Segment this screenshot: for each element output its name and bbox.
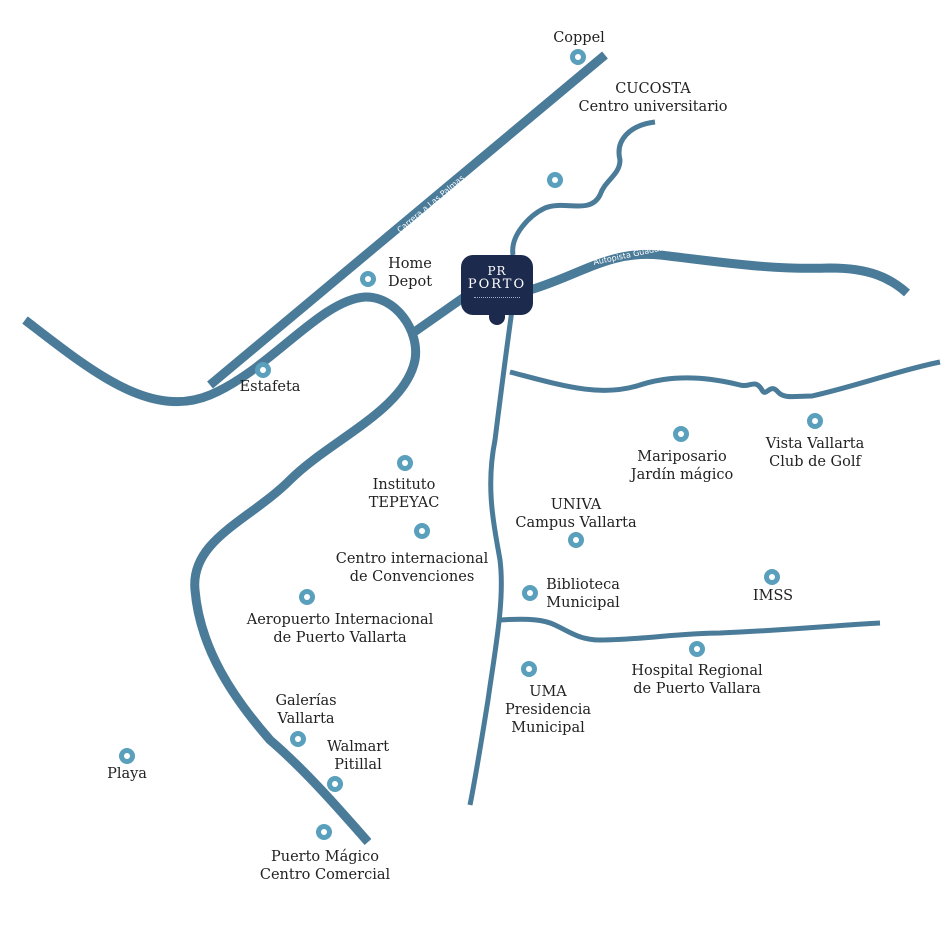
label-aeropuerto-line1: Aeropuerto Internacional [246,612,434,628]
road-carretera-las-palmas [207,51,608,389]
label-walmart-line2: Pitillal [334,757,382,773]
label-estafeta: Estafeta [240,378,301,396]
label-imss-line1: IMSS [752,588,794,604]
road-north-south [467,309,515,806]
porto-logo-marker[interactable]: PR PORTO [461,255,533,325]
label-vista-line2: Club de Golf [769,454,861,470]
road-connector [407,289,473,339]
road-east-golf [509,359,941,400]
poi-marker-imss[interactable] [764,569,780,585]
label-hospital: Hospital Regional de Puerto Vallara [631,662,762,698]
label-galerias-line1: Galerías [275,693,337,709]
label-home-depot-line1: Home [388,256,432,272]
label-aeropuerto-line2: de Puerto Vallarta [273,630,407,646]
road-autopista [528,249,910,297]
label-home-depot: Home Depot [388,255,432,291]
label-aeropuerto: Aeropuerto Internacional de Puerto Valla… [247,611,434,647]
poi-marker-uma[interactable] [521,661,537,677]
road-cucosta [510,119,656,256]
label-univa-line2: Campus Vallarta [515,515,637,531]
label-walmart-line1: Walmart [326,739,390,755]
label-puerto-magico-line2: Centro Comercial [259,867,391,883]
road-east-hospital [499,616,881,643]
label-galerias: Galerías Vallarta [275,692,336,728]
label-playa: Playa [107,765,147,783]
poi-marker-mariposario[interactable] [673,426,689,442]
label-univa: UNIVA Campus Vallarta [515,496,636,532]
poi-marker-unlabeled[interactable] [547,172,563,188]
label-imss: IMSS [753,587,793,605]
label-puerto-magico: Puerto Mágico Centro Comercial [260,848,390,884]
poi-marker-centro-convenciones[interactable] [414,523,430,539]
label-puerto-magico-line1: Puerto Mágico [270,849,380,865]
poi-marker-aeropuerto[interactable] [299,589,315,605]
poi-marker-home-depot[interactable] [360,271,376,287]
label-walmart: Walmart Pitillal [327,738,389,774]
label-hospital-line2: de Puerto Vallara [633,681,761,697]
poi-marker-galerias[interactable] [290,731,306,747]
label-mariposario: Mariposario Jardín mágico [631,448,733,484]
poi-marker-playa[interactable] [119,748,135,764]
label-biblioteca-line2: Municipal [546,595,620,611]
logo-dots [474,297,520,300]
poi-marker-biblioteca[interactable] [522,585,538,601]
road-label-carretera: Carrera a Las Palmas [396,173,466,234]
poi-marker-walmart[interactable] [327,776,343,792]
label-univa-line1: UNIVA [550,497,602,513]
label-instituto-line2: TEPEYAC [368,495,440,511]
label-hospital-line1: Hospital Regional [631,663,763,679]
label-vista-line1: Vista Vallarta [765,436,865,452]
label-coppel-line1: Coppel [553,30,605,46]
label-uma-line3: Municipal [511,720,585,736]
label-uma: UMA Presidencia Municipal [505,683,591,737]
poi-marker-hospital[interactable] [689,641,705,657]
label-centro-conv-line2: de Convenciones [349,569,475,585]
label-cucosta-line2: Centro universitario [578,99,728,115]
label-coppel: Coppel [553,29,605,47]
label-cucosta: CUCOSTA Centro universitario [579,80,728,116]
logo-name: PORTO [467,277,527,292]
logo-mark: PR [487,264,507,278]
label-biblioteca: Biblioteca Municipal [546,576,620,612]
label-mariposario-line1: Mariposario [637,449,727,465]
label-playa-line1: Playa [107,766,147,782]
poi-marker-univa[interactable] [568,532,584,548]
label-instituto-line1: Instituto [372,477,436,493]
poi-marker-instituto[interactable] [397,455,413,471]
label-home-depot-line2: Depot [387,274,433,290]
label-instituto: Instituto TEPEYAC [369,476,440,512]
label-mariposario-line2: Jardín mágico [630,467,734,483]
label-centro-convenciones: Centro internacional de Convenciones [336,550,489,586]
label-vista-vallarta: Vista Vallarta Club de Golf [766,435,864,471]
label-cucosta-line1: CUCOSTA [615,81,691,97]
label-galerias-line2: Vallarta [277,711,335,727]
poi-marker-puerto-magico[interactable] [316,824,332,840]
poi-marker-estafeta[interactable] [255,362,271,378]
label-uma-line2: Presidencia [505,702,591,718]
label-uma-line1: UMA [529,684,567,700]
label-centro-conv-line1: Centro internacional [335,551,489,567]
poi-marker-coppel[interactable] [570,49,586,65]
label-estafeta-line1: Estafeta [239,379,301,395]
road-west-highway [22,292,421,845]
label-biblioteca-line1: Biblioteca [546,577,620,593]
poi-marker-vista-vallarta[interactable] [807,413,823,429]
